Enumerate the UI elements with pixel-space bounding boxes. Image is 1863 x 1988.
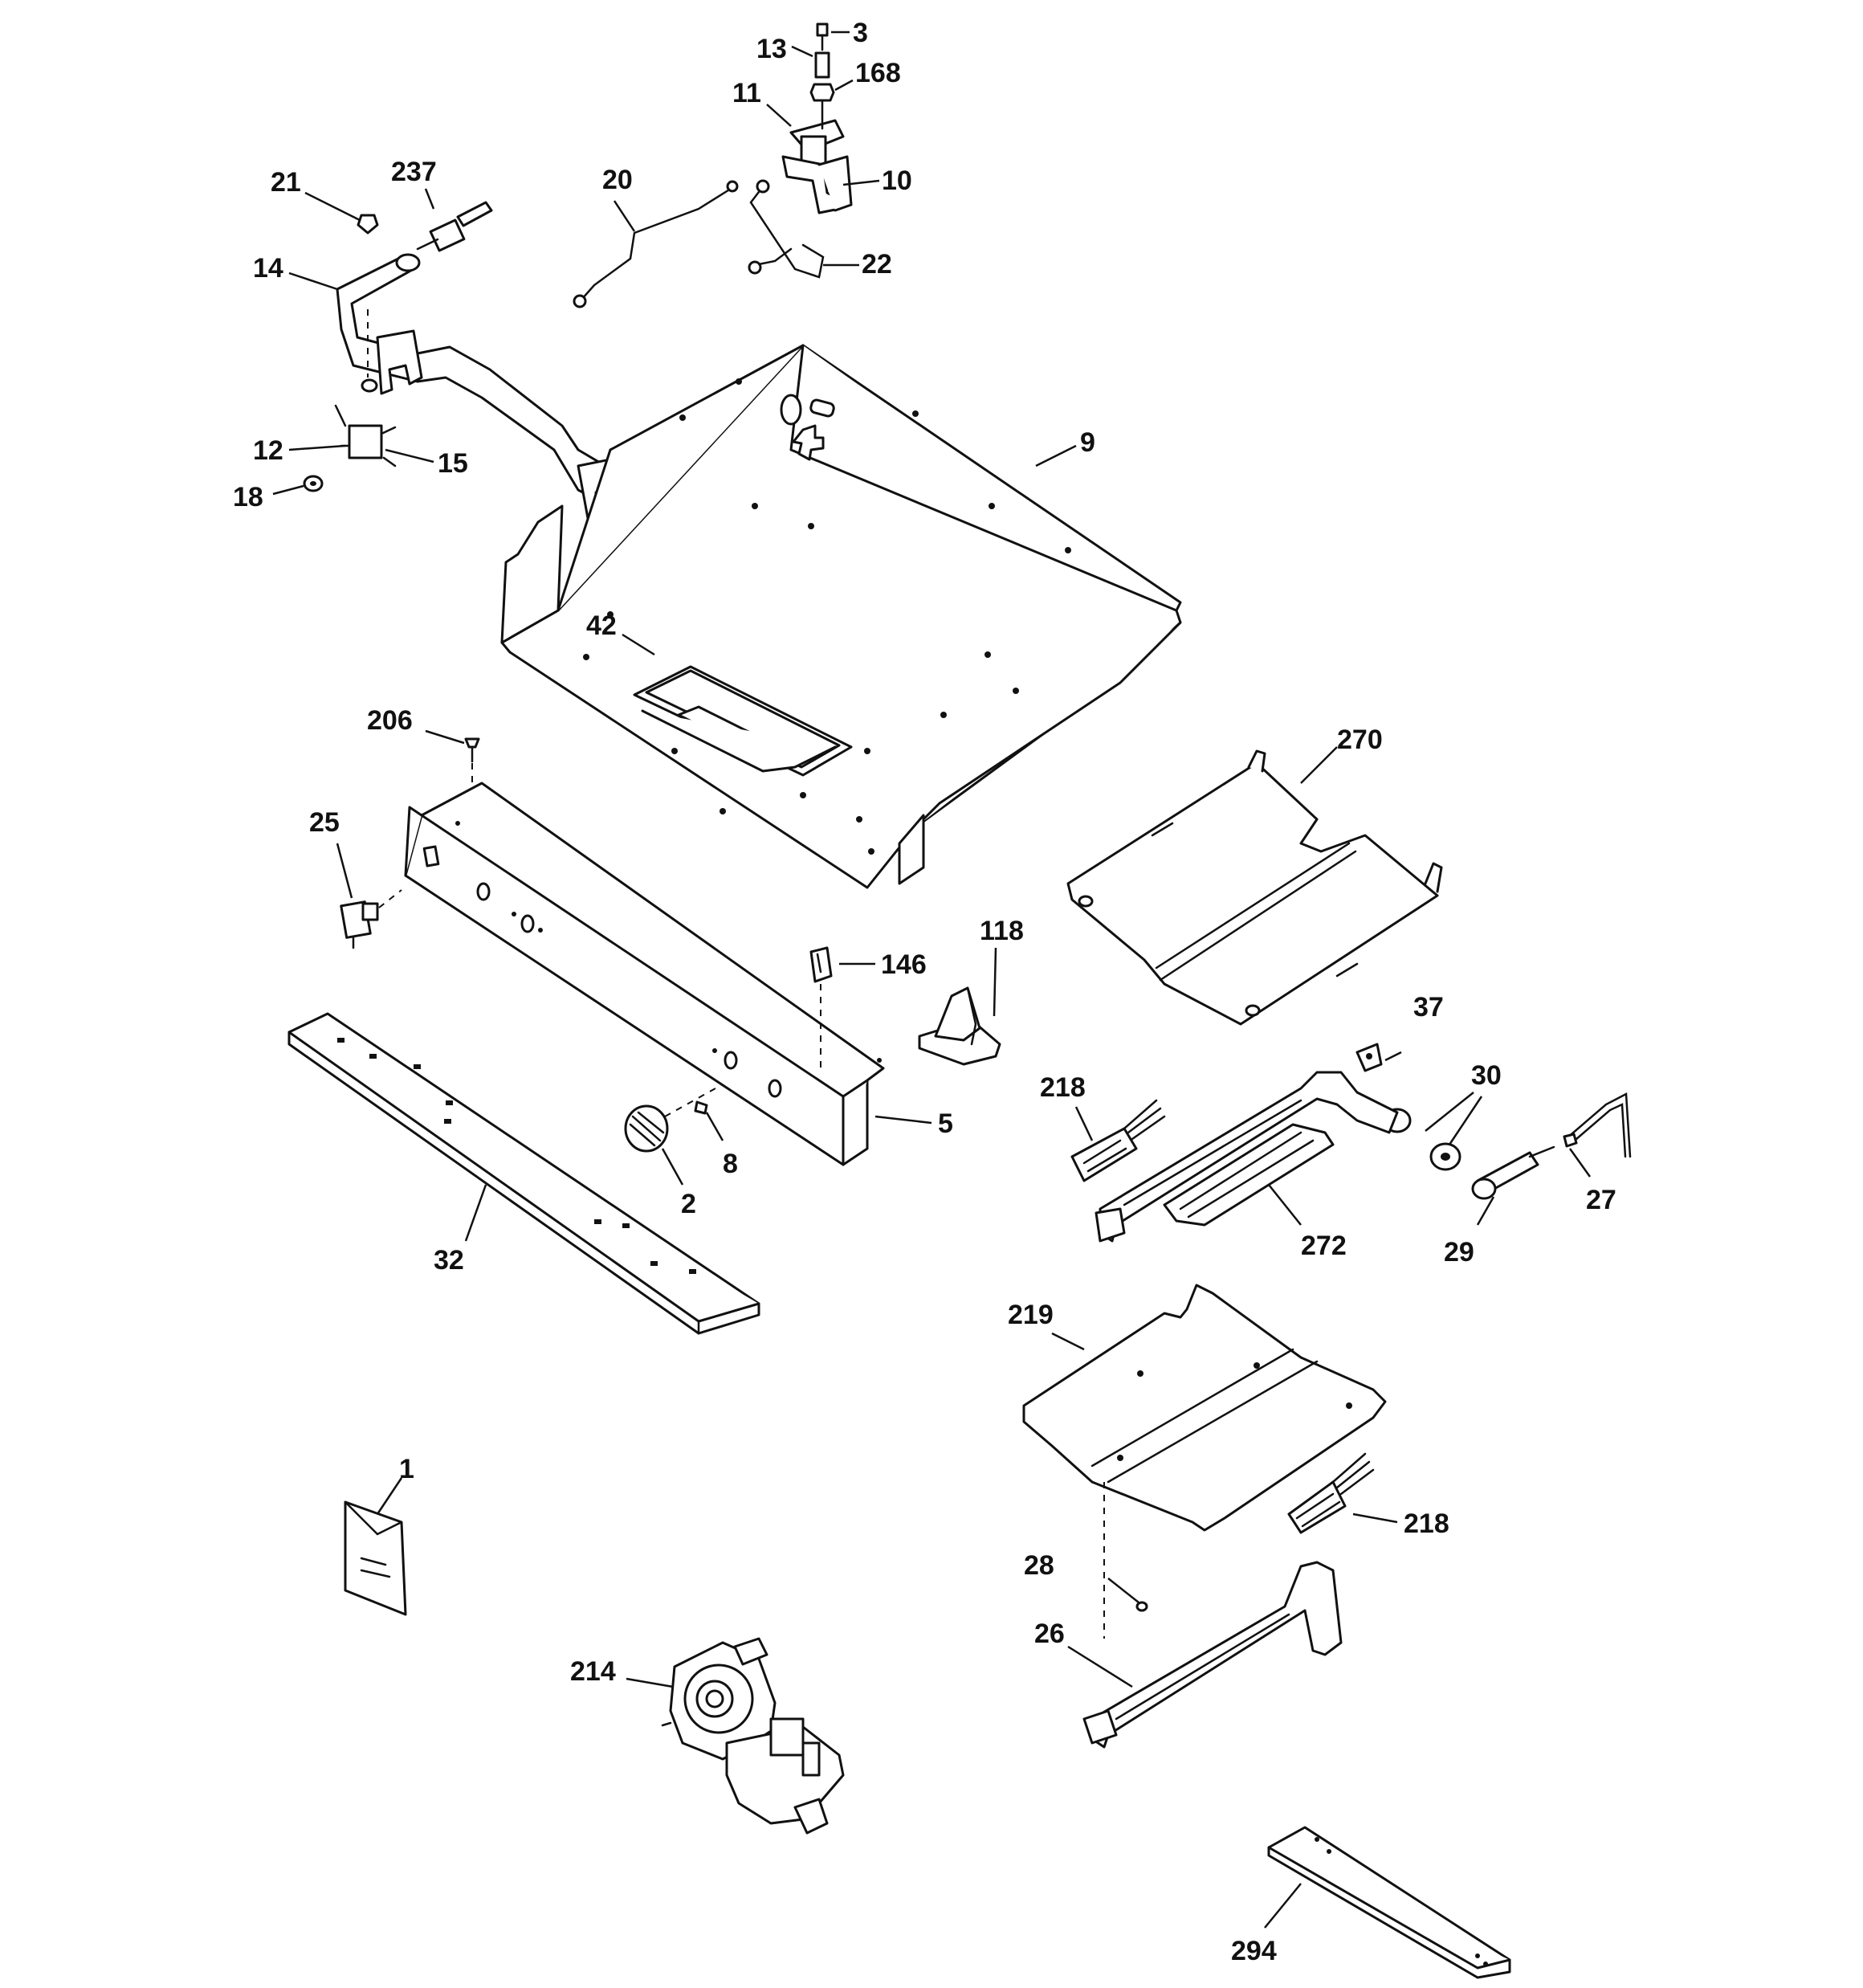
part-21-screw [357, 214, 379, 235]
label-219: 219 [1008, 1300, 1054, 1330]
label-11: 11 [732, 78, 761, 108]
label-294: 294 [1231, 1936, 1277, 1966]
leader-lines [272, 31, 1592, 1929]
part-5-manifold-panel [404, 782, 885, 1166]
label-32: 32 [434, 1245, 464, 1276]
label-5: 5 [938, 1108, 953, 1139]
part-29-orifice-fitting [1471, 1145, 1555, 1200]
part-32-trim-strip [287, 1012, 760, 1335]
part-10-bracket [781, 155, 853, 214]
label-25: 25 [309, 807, 340, 838]
part-28-screw [1135, 1601, 1148, 1612]
label-26: 26 [1034, 1619, 1065, 1649]
part-168-nut [809, 83, 835, 102]
part-burner-tube-upper [1095, 1071, 1399, 1243]
assembly-line [664, 1084, 724, 1117]
label-8: 8 [723, 1149, 738, 1179]
part-3-screw [816, 22, 829, 51]
part-22-tube [748, 179, 825, 279]
label-15: 15 [438, 448, 468, 479]
part-237-regulator-fitting [416, 201, 493, 252]
label-3: 3 [853, 18, 868, 48]
part-118-bracket [918, 986, 1001, 1066]
label-12: 12 [253, 435, 283, 466]
part-218-igniter-upper [1070, 1099, 1166, 1182]
part-20-tube [573, 180, 739, 308]
label-146: 146 [881, 949, 927, 980]
part-214-gas-regulator [661, 1637, 845, 1835]
part-labels: 3 13 168 11 10 20 22 21 237 14 12 15 18 … [233, 18, 1616, 1966]
label-214: 214 [570, 1656, 616, 1687]
label-29: 29 [1444, 1237, 1474, 1268]
part-2-knob [624, 1104, 669, 1153]
part-270-heat-shield [1066, 749, 1443, 1026]
label-206: 206 [367, 705, 413, 736]
part-206-screw [464, 737, 480, 763]
label-218-lower: 218 [1404, 1508, 1449, 1539]
part-27-tube [1563, 1092, 1632, 1158]
part-18-washer [303, 475, 324, 492]
label-42: 42 [586, 610, 617, 641]
label-10: 10 [882, 165, 912, 196]
label-27: 27 [1586, 1185, 1616, 1215]
part-219-heat-shield [1022, 1284, 1387, 1532]
label-21: 21 [271, 167, 301, 198]
part-8-screw [694, 1100, 708, 1115]
part-25-switch [340, 900, 379, 949]
assembly-line [378, 889, 402, 908]
label-9: 9 [1080, 427, 1095, 458]
label-270: 270 [1337, 725, 1383, 755]
part-12-15-valve [334, 404, 397, 467]
part-37-clip [1355, 1043, 1383, 1072]
part-13-orifice [814, 51, 830, 79]
label-30: 30 [1471, 1060, 1502, 1091]
label-118: 118 [980, 916, 1024, 946]
label-20: 20 [602, 165, 633, 195]
part-146-clip [809, 946, 833, 983]
label-218-upper: 218 [1040, 1072, 1086, 1103]
small-washer [361, 378, 378, 393]
label-237: 237 [391, 157, 437, 187]
part-1-literature-packet [344, 1500, 407, 1616]
part-218-igniter-lower [1287, 1452, 1375, 1534]
part-26-burner-tube-lower [1082, 1561, 1343, 1749]
part-11-burner-valve [789, 99, 845, 167]
label-13: 13 [756, 34, 787, 64]
label-272: 272 [1301, 1231, 1347, 1261]
label-22: 22 [862, 249, 892, 280]
part-9-burner-box [500, 344, 1182, 889]
part-272-burner-spreader [1163, 1123, 1335, 1227]
label-18: 18 [233, 482, 263, 512]
label-1: 1 [399, 1454, 414, 1484]
label-168: 168 [855, 58, 901, 88]
label-37: 37 [1413, 992, 1444, 1023]
part-294-angle-bracket [1267, 1826, 1511, 1979]
label-28: 28 [1024, 1550, 1054, 1581]
label-14: 14 [253, 253, 283, 284]
label-2: 2 [681, 1189, 696, 1219]
